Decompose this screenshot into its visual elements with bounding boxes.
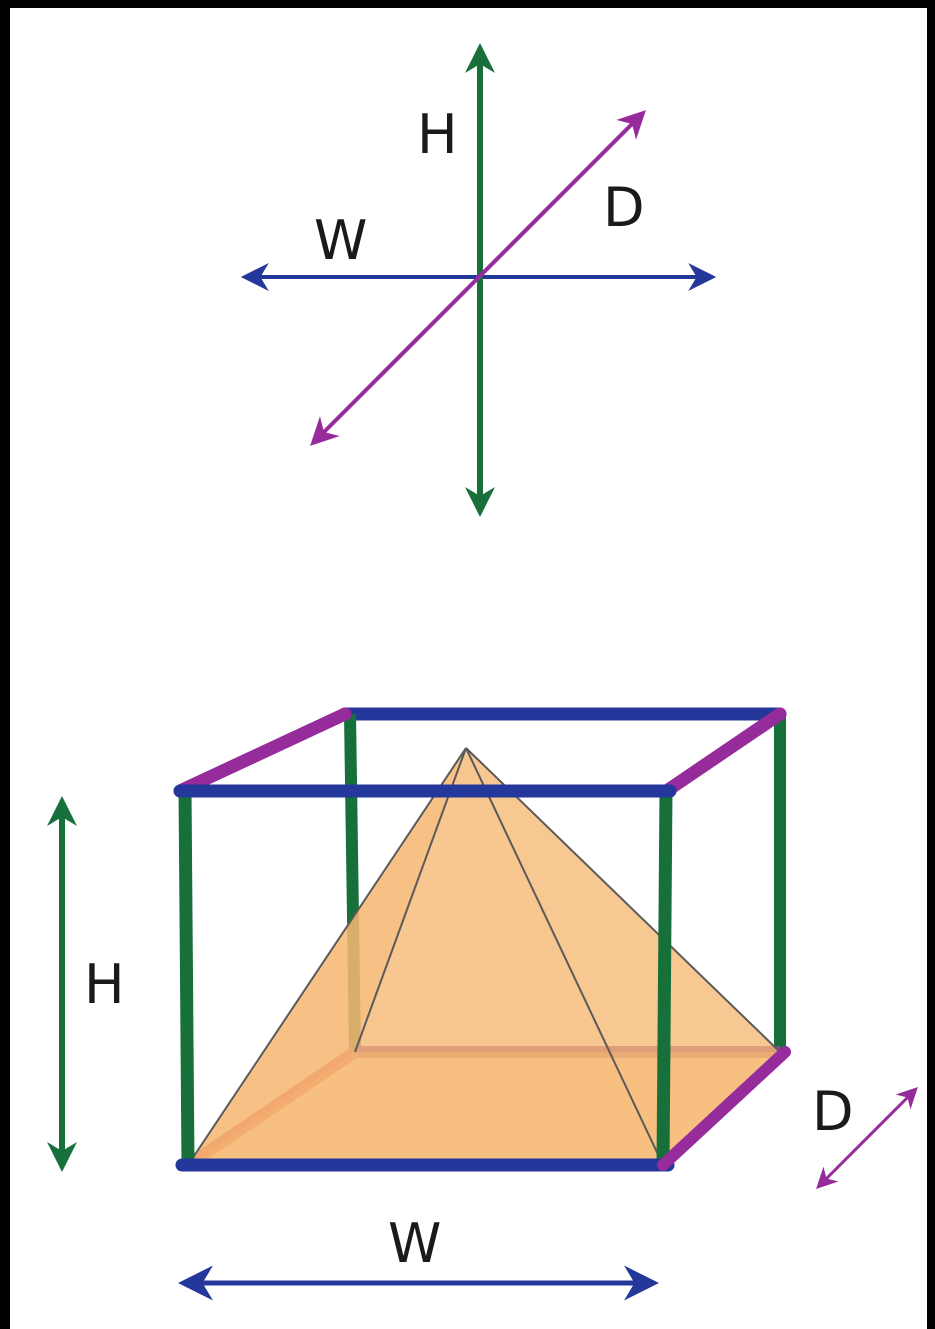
axis-width-label: W [314,209,367,272]
box-width-label: W [388,1212,441,1275]
box-top-left-depth-edge [175,707,352,797]
box-front-left-edge [178,789,195,1166]
axis-depth-label: D [603,176,645,239]
pyramid-face-front [188,748,663,1165]
axis-height-label: H [417,103,458,166]
pyramid-face-right [466,748,780,1165]
box-depth-arrow [816,1087,918,1189]
axis-cross: H W D [240,43,717,517]
box-top-right-depth-edge [661,707,787,797]
box-with-pyramid: H W D [47,707,918,1301]
box-depth-label: D [812,1080,854,1143]
pyramid-edges [187,747,781,1166]
box-front-right-edge [656,789,673,1166]
depth-axis-arrow [310,110,646,446]
pyramid [187,747,781,1166]
box-height-label: H [84,953,125,1016]
box-bottom-right-depth-edge [657,1046,791,1171]
